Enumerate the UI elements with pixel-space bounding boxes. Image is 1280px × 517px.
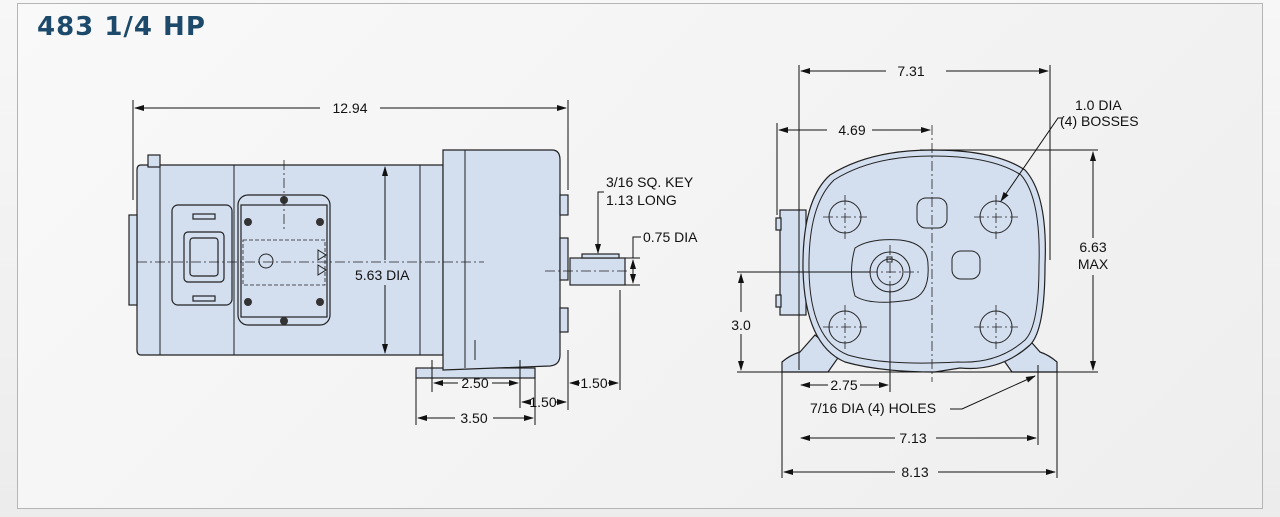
holes-label: 7/16 DIA (4) HOLES [810, 400, 936, 416]
dim-overall-width: 7.31 [897, 63, 924, 79]
dim-shaft-height: 3.0 [731, 317, 751, 333]
dim-base-width: 8.13 [901, 464, 928, 480]
shaft-boss [851, 239, 929, 303]
dim-foot-hole-spacing: 2.50 [461, 375, 488, 391]
dim-foot-length: 3.50 [460, 410, 487, 426]
dim-body-diameter: 5.63 DIA [355, 267, 410, 283]
dim-hole-spacing: 7.13 [899, 430, 926, 446]
dim-foot-to-face: 1.50 [529, 394, 556, 410]
bosses-label-1: 1.0 DIA [1075, 97, 1122, 113]
dim-hole-offset: 2.75 [830, 377, 857, 393]
key-label-1: 3/16 SQ. KEY [606, 174, 694, 190]
dim-height-max-2: MAX [1078, 256, 1109, 272]
end-view: 7.31 4.69 1.0 DIA (4) BOSSES 6.63 MAX 3.… [731, 63, 1138, 480]
dim-offset-to-center: 4.69 [838, 122, 865, 138]
side-view: 12.94 5.63 DIA 3/16 SQ. KEY 1.13 LONG 0.… [128, 100, 698, 426]
end-cap-tab [147, 154, 161, 168]
rocker-switch [189, 237, 219, 277]
shaft-key [581, 253, 620, 259]
page-title: 483 1/4 HP [37, 12, 206, 42]
dim-shaft-diameter: 0.75 DIA [643, 229, 698, 245]
end-cap-plate [128, 214, 138, 306]
dim-overall-length: 12.94 [332, 100, 367, 116]
gear-housing [442, 149, 561, 371]
side-box [779, 209, 807, 316]
bosses-label-2: (4) BOSSES [1060, 113, 1139, 129]
dim-height-max-1: 6.63 [1079, 239, 1106, 255]
end-housing [802, 149, 1046, 373]
dim-shaft-extension: 1.50 [580, 375, 607, 391]
output-shaft [569, 257, 626, 286]
boss-circles [823, 195, 1018, 349]
key-label-2: 1.13 LONG [606, 192, 677, 208]
